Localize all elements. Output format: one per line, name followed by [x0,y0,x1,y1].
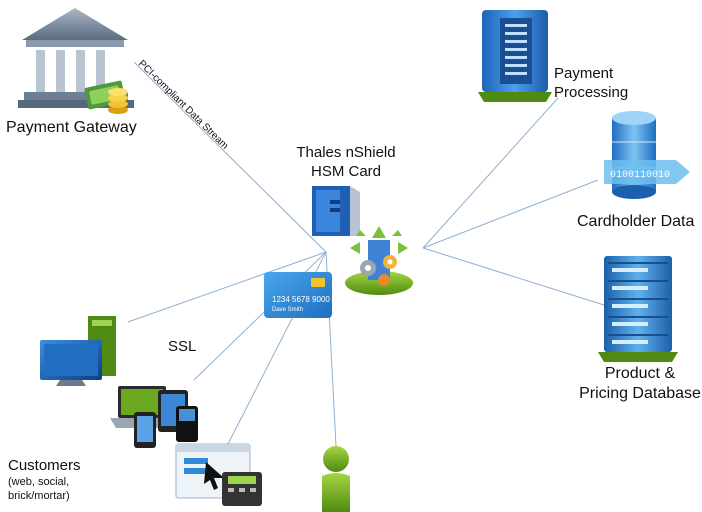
hsm-label-line1: Thales nShield [296,144,396,161]
database-badge: 0100110010 [610,170,670,181]
hsm-card-icon [312,186,360,236]
product-db-label-line2: Pricing Database [579,385,701,402]
card-number: 1234 5678 9000 [272,295,330,304]
edge-gateway-hsm [133,61,327,253]
customers-label-title: Customers [8,457,81,474]
payment-gateway-label: Payment Gateway [6,119,137,136]
payment-processing-label-line1: Payment [554,65,614,82]
hsm-label: Thales nShield HSM Card [290,143,402,181]
ssl-label: SSL [168,338,197,355]
customers-label-sub2: brick/mortar) [8,490,70,502]
customers-label-sub1: (web, social, [8,476,70,488]
data-stream-label: PCI-compliant Data Stream [136,58,230,151]
product-db-label: Product & Pricing Database [578,364,702,404]
edge-hub-payment-processing [422,97,559,249]
card-holder-name: Dave Smith [272,307,303,313]
hsm-label-line2: HSM Card [310,163,381,180]
server-tower-icon [478,10,552,102]
edge-hsm-desktop [127,251,327,323]
database-icon: 0100110010 [604,111,690,199]
desktop-computer-icon [40,316,116,386]
server-rack-icon [598,256,678,362]
pos-terminal-icon [175,443,262,506]
bank-icon [18,8,134,108]
customers-label: Customers (web, social, brick/mortar) [8,456,81,503]
payment-processing-label: Payment Processing [554,64,628,102]
processing-hub-icon [345,226,413,295]
mobile-devices-icon [110,386,198,448]
edge-hub-cardholder-data [422,179,599,249]
edge-hub-product-db [422,247,605,306]
payment-processing-label-line2: Processing [554,84,629,101]
credit-card-icon: 1234 5678 9000 Dave Smith [264,272,332,318]
product-db-label-line1: Product & [604,365,676,382]
person-icon [322,446,350,512]
cardholder-data-label: Cardholder Data [577,213,695,230]
money-icon [84,80,128,114]
